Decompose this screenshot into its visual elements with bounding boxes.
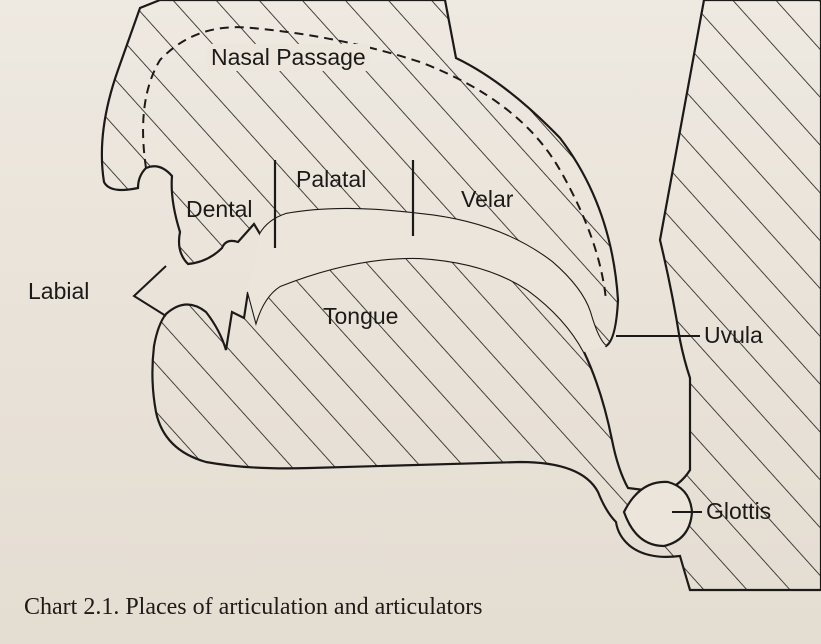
dental-label: Dental [186, 196, 252, 223]
nasal-passage-label: Nasal Passage [207, 44, 370, 71]
labial-label: Labial [28, 278, 89, 305]
glottis-label: Glottis [706, 498, 771, 525]
uvula-label: Uvula [704, 322, 763, 349]
velar-label: Velar [461, 186, 513, 213]
tongue-label: Tongue [323, 303, 398, 330]
labial-lines [134, 266, 166, 316]
figure-caption: Chart 2.1. Places of articulation and ar… [24, 594, 483, 621]
palatal-label: Palatal [296, 166, 366, 193]
